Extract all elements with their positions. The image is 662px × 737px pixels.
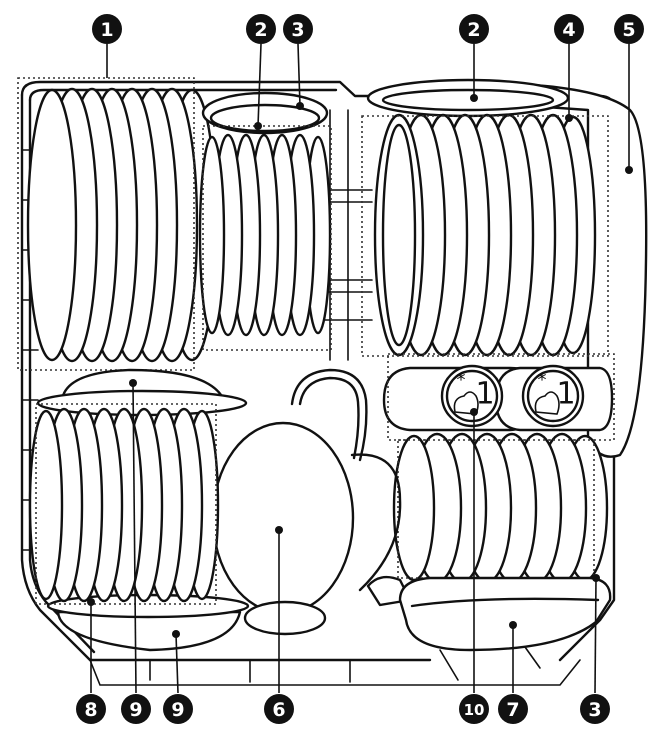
callout-bottom-2-label: 9 <box>129 699 142 721</box>
left-lower-plates-group <box>28 407 220 603</box>
right-plates-group <box>366 78 648 458</box>
bowl-mark-star-left: * <box>457 370 466 391</box>
left-plates-zone <box>17 77 195 371</box>
bowl-mark-right <box>521 364 585 428</box>
callout-badge-top-4: 2 <box>459 14 489 44</box>
callout-badge-bottom-1: 8 <box>76 694 106 724</box>
pot-group <box>211 368 412 636</box>
callout-top-6-label: 5 <box>622 19 635 41</box>
callout-bottom-6-label: 7 <box>506 699 519 721</box>
callout-bottom-3-label: 9 <box>171 699 184 721</box>
bowl-mark-left <box>440 364 504 428</box>
bowl-mark-number-right: 1 <box>556 377 575 412</box>
right-plates-zone <box>361 115 609 357</box>
bowl-mark-number-left: 1 <box>475 377 494 412</box>
callouts-top: 1 2 3 2 4 5 <box>92 14 644 44</box>
callout-badge-bottom-7: 3 <box>580 694 610 724</box>
middle-small-plates-zone <box>202 125 332 351</box>
callout-bottom-7-label: 3 <box>588 699 601 721</box>
left-lower-plates-zone <box>35 403 217 605</box>
left-plates-group <box>26 87 218 363</box>
callout-bottom-4-label: 6 <box>272 699 285 721</box>
callout-badge-bottom-2: 9 <box>121 694 151 724</box>
callout-badge-top-2: 2 <box>246 14 276 44</box>
callout-badge-top-3: 3 <box>283 14 313 44</box>
callout-badge-bottom-6: 7 <box>498 694 528 724</box>
middle-small-plates-group <box>198 91 332 337</box>
bowl-mark-star-right: * <box>538 370 547 391</box>
callout-top-3-label: 3 <box>291 19 304 41</box>
left-bowls-group <box>36 368 250 652</box>
leader-lines <box>87 43 633 694</box>
callout-badge-top-1: 1 <box>92 14 122 44</box>
callout-badge-top-5: 4 <box>554 14 584 44</box>
callouts-bottom: 8 9 9 6 10 7 3 <box>76 694 610 724</box>
callout-top-2-label: 2 <box>254 19 267 41</box>
callout-badge-bottom-5: 10 <box>459 694 489 724</box>
callout-top-5-label: 4 <box>562 19 575 41</box>
callout-badge-top-6: 5 <box>614 14 644 44</box>
callout-top-1-label: 1 <box>100 19 113 41</box>
callout-badge-bottom-3: 9 <box>163 694 193 724</box>
callout-bottom-1-label: 8 <box>84 699 97 721</box>
callout-top-4-label: 2 <box>467 19 480 41</box>
bowls-with-marks-group: * 1 * 1 <box>382 364 614 432</box>
callout-badge-bottom-4: 6 <box>264 694 294 724</box>
callout-bottom-5-label: 10 <box>464 701 485 719</box>
right-lower-cups-group <box>392 432 609 584</box>
serving-dish-group <box>398 576 612 652</box>
